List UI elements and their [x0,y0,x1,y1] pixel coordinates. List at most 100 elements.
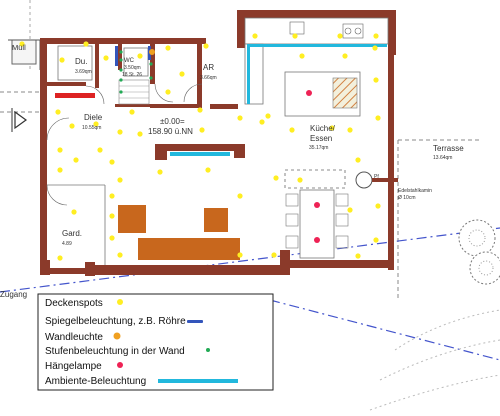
step-light-icon [119,58,123,62]
ceiling-spot-icon [372,45,378,51]
ceiling-spot-icon [375,203,381,209]
ceiling-spot-icon [373,237,379,243]
legend: Deckenspots Spiegelbeleuchtung, z.B. Röh… [37,293,274,391]
step-light-icon [149,76,153,80]
room-label-wc: WC [124,58,135,64]
room-label-terrasse: Terrasse [433,144,464,153]
room-area-kueche: 35.17qm [309,145,328,151]
ceiling-spot-icon [342,53,348,59]
ceiling-spot-icon [179,71,185,77]
room-label-kueche-1: Küche/ [310,124,336,133]
legend-ambient-bar-icon [158,379,238,383]
ceiling-spot-icon [237,115,243,121]
ceiling-spot-icon [71,209,77,215]
room-sub-wc: 18 St. 26 [122,72,142,78]
step-light-icon [119,68,123,72]
legend-label-haengelampe: Hängelampe [45,361,102,372]
ceiling-spot-icon [97,147,103,153]
label-kamin-1: Edelstahlkamin [398,188,432,194]
ceiling-spot-icon [355,157,361,163]
ceiling-spot-icon [57,147,63,153]
label-zugang: Zugang [0,290,27,299]
ceiling-spot-icon [292,33,298,39]
ceiling-spot-icon [347,127,353,133]
legend-label-wandleuchte: Wandleuchte [45,332,103,343]
ceiling-spot-icon [55,109,61,115]
bush-icon [458,219,496,257]
ceiling-spot-icon [347,207,353,213]
room-label-gard: Gard. [62,229,82,238]
ceiling-spot-icon [157,169,163,175]
room-labels: Müll Du. 3.69qm WC 3.50qm 18 St. 26 AR 3… [0,43,464,299]
pendant-lamp-icon [306,90,312,96]
legend-label-ambiente: Ambiente-Beleuchtung [45,376,146,387]
ceiling-spot-icon [117,129,123,135]
ceiling-spot-icon [355,253,361,259]
ambient-light-strip [170,152,230,156]
room-area-terrasse: 13.64qm [433,155,452,161]
bush-icon [469,251,500,285]
step-light-icon [119,50,123,54]
ceiling-spot-icon [197,107,203,113]
ceiling-spot-icon [329,125,335,131]
ceiling-spot-icon [203,43,209,49]
ceiling-spot-icon [205,167,211,173]
ceiling-spot-icon [289,127,295,133]
level-line-1: ±0.00= [160,117,185,126]
ceiling-spot-icon [109,213,115,219]
ceiling-spot-icon [59,57,65,63]
legend-spot-icon [117,299,123,305]
wall-opening [55,93,95,98]
ceiling-spot-icon [299,53,305,59]
pendant-lamp-icon [314,202,320,208]
ceiling-spot-icon [137,131,143,137]
entrance-arrow-icon [14,110,28,130]
legend-label-deckenspots: Deckenspots [45,298,103,309]
room-label-muell: Müll [12,43,26,52]
ambient-light-strip [247,44,250,104]
room-label-diele: Diele [84,113,103,122]
ceiling-spot-icon [165,45,171,51]
legend-label-spiegel: Spiegelbeleuchtung, z.B. Röhre [45,316,186,327]
ceiling-spot-icon [237,193,243,199]
ceiling-spots [19,33,381,261]
step-light-icon [119,78,123,82]
room-area-wc: 3.50qm [124,65,141,71]
fireplace-icon [355,171,373,189]
ceiling-spot-icon [103,55,109,61]
ceiling-spot-icon [237,252,243,258]
ceiling-spot-icon [83,41,89,47]
room-area-diele: 10.55qm [82,125,101,131]
step-light-icon [149,62,153,66]
room-area-du: 3.69qm [75,69,92,75]
ceiling-spot-icon [109,235,115,241]
ceiling-spot-icon [93,121,99,127]
ceiling-spot-icon [129,109,135,115]
ceiling-spot-icon [337,33,343,39]
room-area-gard: 4.89 [62,241,72,247]
ambient-lights [170,44,387,156]
label-pf: Pf [374,174,379,180]
ceiling-spot-icon [297,177,303,183]
ambient-light-strip [247,44,387,47]
legend-wall-lamp-icon [113,332,121,340]
ceiling-spot-icon [109,159,115,165]
step-light-icon [119,90,123,94]
room-label-du: Du. [75,57,87,66]
legend-mirror-bar-icon [187,320,203,323]
ceiling-spot-icon [252,33,258,39]
label-kamin-2: Ø 10cm [398,195,416,201]
ceiling-spot-icon [373,77,379,83]
mirror-light-tube [115,46,118,66]
wall-lamp-icon [149,49,155,55]
ceiling-spot-icon [273,175,279,181]
legend-label-stufen: Stufenbeleuchtung in der Wand [45,346,185,357]
ceiling-spot-icon [69,123,75,129]
room-label-ar: AR [203,63,214,72]
ceiling-spot-icon [109,193,115,199]
ceiling-spot-icon [259,119,265,125]
level-line-2: 158.90 ü.NN [148,127,193,136]
ceiling-spot-icon [117,252,123,258]
ceiling-spot-icon [19,41,25,47]
